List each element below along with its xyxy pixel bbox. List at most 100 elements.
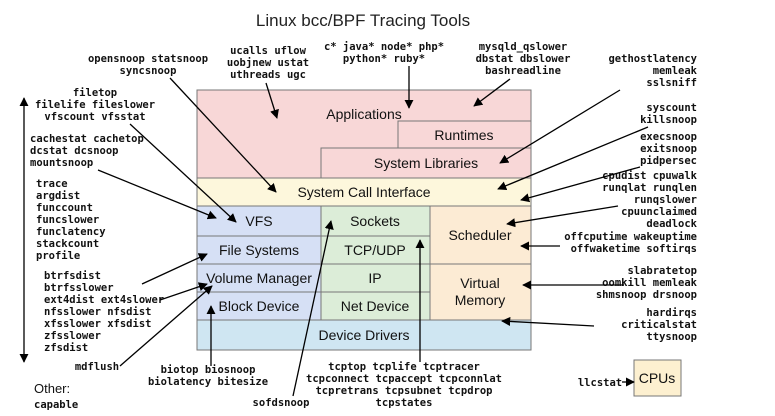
arrows [19, 66, 649, 397]
tool-exitsnoop: exitsnoop [640, 143, 697, 155]
tool-xfsslower: xfsslower xfsdist [44, 318, 151, 330]
tool-btrfsslower: btrfsslower [44, 282, 114, 294]
tool-cpudist: cpudist cpuwalk [602, 170, 698, 182]
block-device-label: Block Device [219, 298, 300, 314]
block-device-box [196, 291, 322, 321]
arrow-mdflush-to-volume-manager [119, 285, 213, 367]
arrow-filetop-to-vfs [129, 123, 237, 223]
scheduler-box [429, 205, 532, 265]
tool-shmsnoop: shmsnoop drsnoop [596, 289, 697, 301]
arrow-execsnoop-to-syscall [520, 166, 641, 203]
tool-trace: trace [36, 178, 68, 190]
tool-funclatency: funclatency [36, 226, 106, 238]
cpus-label: CPUs [639, 370, 676, 386]
tool-dcstat: dcstat dcsnoop [30, 145, 119, 157]
tool-mysqld-qslower: mysqld_qslower [479, 41, 568, 53]
memory-label: Memory [455, 292, 506, 308]
tool-tcptop: tcptop tcplife tcptracer [328, 361, 480, 373]
tcp-udp-box [320, 235, 431, 265]
tool-profile: profile [36, 250, 80, 262]
net-device-box [320, 291, 431, 321]
tool-hardirqs: hardirqs [646, 307, 697, 319]
arrow-mysqld-to-applications [473, 78, 511, 107]
arrow-gethostlatency-to-libraries [499, 89, 621, 164]
tool-btrfsdist: btrfsdist [44, 270, 101, 282]
tool-filelife: filelife fileslower [35, 99, 155, 111]
tool-cachestat: cachestat cachetop [30, 133, 144, 145]
tool-cpuunclaimed: cpuunclaimed [621, 206, 697, 218]
tool-funccount: funccount [36, 202, 93, 214]
tool-lang1: c* java* node* php* [324, 41, 444, 53]
system-libraries-box [320, 147, 532, 179]
device-drivers-box [196, 319, 532, 351]
file-systems-box [196, 235, 322, 265]
runtimes-box [397, 120, 532, 149]
tool-filetop: filetop [73, 87, 117, 99]
tool-tcpconnect: tcpconnect tcpaccept tcpconnlat [306, 373, 502, 385]
tool-killsnoop: killsnoop [640, 114, 697, 126]
tool-bashreadline: bashreadline [485, 65, 561, 77]
arrow-opensnoop-to-syscall [169, 77, 277, 193]
net-device-label: Net Device [341, 298, 410, 314]
virtual-label: Virtual [460, 275, 499, 291]
layer-labels: Applications Runtimes System Libraries S… [206, 106, 675, 386]
tool-ext4dist: ext4dist ext4slower [44, 294, 164, 306]
vfs-label: VFS [245, 213, 272, 229]
tool-mdflush: mdflush [75, 361, 119, 373]
tool-labels: opensnoop statsnoop syncsnoop ucalls ufl… [30, 41, 698, 411]
tool-sofdsnoop: sofdsnoop [253, 397, 310, 409]
runtimes-label: Runtimes [434, 127, 493, 143]
tool-sslsniff: sslsniff [646, 77, 697, 89]
tool-deadlock: deadlock [646, 218, 697, 230]
arrow-ucalls-to-applications [265, 82, 279, 119]
file-systems-label: File Systems [219, 242, 299, 258]
tool-ucalls: ucalls uflow [230, 45, 307, 57]
arrow-cpudist-to-scheduler [506, 205, 619, 228]
tool-tcpstates: tcpstates [376, 397, 433, 409]
tool-offcputime: offcputime wakeuptime [564, 231, 697, 243]
tool-syscount: syscount [646, 102, 697, 114]
arrow-ext4dist-to-volume-manager [159, 282, 208, 301]
tool-offwaketime: offwaketime softirqs [571, 243, 697, 255]
tool-vfscount: vfscount vfsstat [44, 111, 145, 123]
tool-uthreads: uthreads ugc [230, 69, 306, 81]
tool-syncsnoop: syncsnoop [120, 65, 177, 77]
tcp-udp-label: TCP/UDP [344, 242, 405, 258]
tool-stackcount: stackcount [36, 238, 99, 250]
tool-argdist: argdist [36, 190, 80, 202]
arrow-hardirqs-to-drivers [501, 316, 595, 327]
tool-funcslower: funcslower [36, 214, 99, 226]
tool-uobjnew: uobjnew ustat [227, 57, 309, 69]
tool-runqslower: runqslower [634, 194, 697, 206]
tool-ttysnoop: ttysnoop [646, 331, 697, 343]
tool-mountsnoop: mountsnoop [30, 157, 93, 169]
tool-llcstat: llcstat [578, 377, 622, 389]
tool-criticalstat: criticalstat [621, 319, 697, 331]
sockets-label: Sockets [350, 213, 400, 229]
system-libraries-label: System Libraries [374, 155, 478, 171]
tool-slabratetop: slabratetop [627, 265, 697, 277]
tool-biolatency: biolatency bitesize [148, 376, 268, 388]
tool-zfsdist: zfsdist [44, 342, 88, 354]
device-drivers-label: Device Drivers [318, 327, 409, 343]
tool-dbstat: dbstat dbslower [476, 53, 571, 65]
tool-memleak-user: memleak [653, 65, 698, 77]
arrow-sofdsnoop-to-sockets [292, 220, 334, 397]
tool-pidpersec: pidpersec [640, 155, 697, 167]
tool-oomkill: oomkill memleak [602, 277, 698, 289]
tool-execsnoop: execsnoop [640, 131, 697, 143]
syscall-interface-box [196, 177, 532, 207]
applications-label: Applications [326, 106, 402, 122]
tool-runqlat: runqlat runqlen [602, 182, 697, 194]
syscall-interface-label: System Call Interface [297, 184, 430, 200]
virtual-memory-box [429, 263, 532, 321]
tool-nfsslower: nfsslower nfsdist [44, 306, 151, 318]
scheduler-label: Scheduler [448, 227, 511, 243]
diagram-title: Linux bcc/BPF Tracing Tools [256, 11, 470, 30]
arrow-btrfsdist-to-file-systems [141, 253, 208, 285]
volume-manager-label: Volume Manager [206, 270, 312, 286]
arrow-syscount-to-syscall [497, 126, 649, 191]
tool-lang2: python* ruby* [343, 53, 425, 65]
arrow-cachestat-to-vfs [97, 169, 217, 220]
